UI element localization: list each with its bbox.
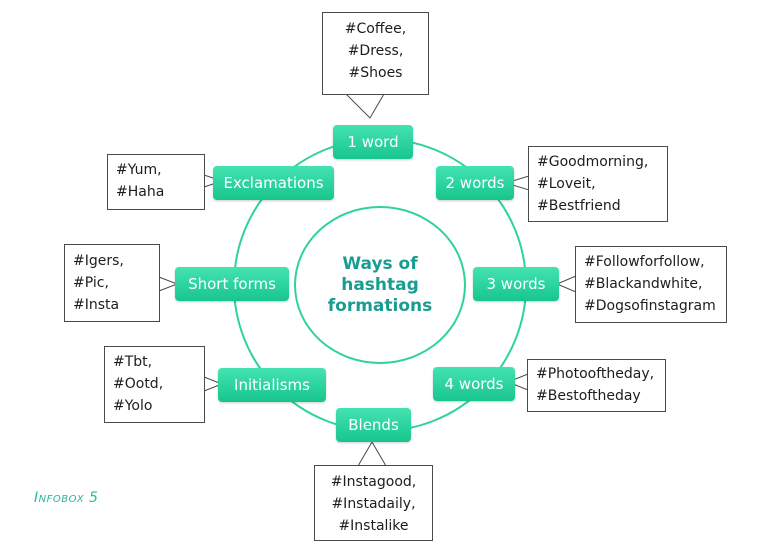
callout-exclamations: #Yum, #Haha xyxy=(107,154,205,210)
tail-three-words xyxy=(555,275,577,293)
category-initialisms: Initialisms xyxy=(218,368,326,402)
category-one-word: 1 word xyxy=(333,125,413,159)
callout-blends: #Instagood, #Instadaily, #Instalike xyxy=(314,465,433,541)
tail-blends xyxy=(357,441,387,467)
tail-one-word xyxy=(344,93,385,119)
category-short-forms: Short forms xyxy=(175,267,289,301)
center-hub: Ways of hashtag formations xyxy=(294,206,466,364)
callout-three-words: #Followforfollow, #Blackandwhite, #Dogso… xyxy=(575,246,727,323)
center-title: Ways of hashtag formations xyxy=(327,253,433,316)
category-exclamations: Exclamations xyxy=(213,166,334,200)
category-four-words: 4 words xyxy=(433,367,515,401)
callout-two-words: #Goodmorning, #Loveit, #Bestfriend xyxy=(528,146,668,222)
callout-initialisms: #Tbt, #Ootd, #Yolo xyxy=(104,346,205,423)
category-blends: Blends xyxy=(336,408,411,442)
callout-short-forms: #Igers, #Pic, #Insta xyxy=(64,244,160,322)
callout-four-words: #Photooftheday, #Bestoftheday xyxy=(527,359,666,412)
infobox-label: Infobox 5 xyxy=(34,490,99,506)
category-two-words: 2 words xyxy=(436,166,514,200)
category-three-words: 3 words xyxy=(473,267,559,301)
callout-one-word: #Coffee, #Dress, #Shoes xyxy=(322,12,429,95)
